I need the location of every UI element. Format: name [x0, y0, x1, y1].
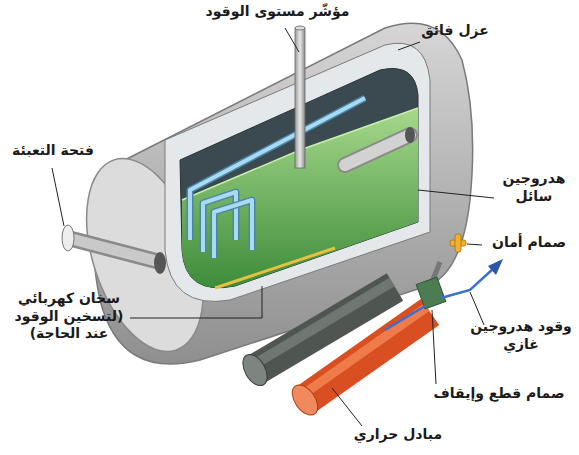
fill-pipe: [68, 238, 160, 262]
inner-pipe-highlight: [345, 135, 410, 165]
part-label: وقود هدروجين غازي: [468, 318, 574, 353]
part-label: سخان كهربائي (لتسخين الوقود عند الحاجة): [8, 290, 130, 343]
level-indicator: [295, 28, 305, 168]
gas-arrowhead: [488, 259, 503, 275]
part-label: عزل فائق: [415, 22, 495, 40]
inner-pipe-end: [405, 127, 415, 143]
part-label: مؤشّر مستوى الوقود: [190, 3, 365, 21]
fill-pipe-highlight: [68, 238, 160, 262]
heat-exchanger: [305, 312, 430, 400]
internal-pipes: [190, 98, 365, 258]
part-label: هدروجين سائل: [496, 170, 572, 205]
heat-exchanger-highlight: [305, 307, 427, 393]
grey-cylinder-end: [238, 350, 272, 389]
gas-line: [441, 268, 494, 298]
level-indicator-top: [295, 26, 305, 30]
part-label: فتحة التعبئة: [3, 142, 103, 160]
leader-lines: [52, 28, 494, 426]
fill-pipe-end: [154, 252, 166, 274]
safety-valve: [450, 234, 466, 252]
valve-line: [385, 306, 425, 330]
inner-pipe: [345, 135, 410, 165]
part-label: مبادل حراري: [340, 426, 456, 444]
shutoff-valve: [416, 277, 446, 309]
heat-exchanger-end: [287, 380, 323, 419]
heater-bar: [215, 248, 335, 288]
part-label: صمام قطع وإيقاف: [424, 385, 574, 403]
fill-cap: [62, 225, 74, 251]
part-label: صمام أمان: [484, 234, 574, 252]
